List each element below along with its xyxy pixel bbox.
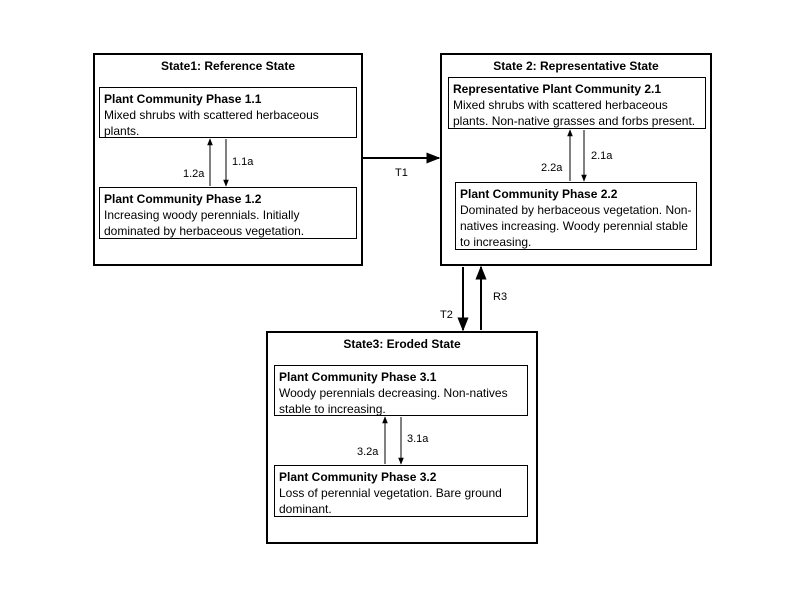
phase-3-2-title: Plant Community Phase 3.2 bbox=[279, 470, 437, 484]
phase-3-1-box: Plant Community Phase 3.1 Woody perennia… bbox=[274, 365, 528, 416]
transition-2-2a-label: 2.2a bbox=[541, 162, 563, 174]
transition-3-2a-label: 3.2a bbox=[357, 446, 379, 458]
transition-2-1a-label: 2.1a bbox=[591, 150, 613, 162]
state-3-title: State3: Eroded State bbox=[343, 337, 461, 351]
phase-3-1-title: Plant Community Phase 3.1 bbox=[279, 370, 437, 384]
phase-2-1-box: Representative Plant Community 2.1 Mixed… bbox=[448, 77, 706, 129]
phase-2-2-description: Dominated by herbaceous vegetation. Non-… bbox=[460, 203, 692, 249]
transition-t1-label: T1 bbox=[395, 167, 408, 179]
phase-1-1-title: Plant Community Phase 1.1 bbox=[104, 92, 262, 106]
phase-2-2-box: Plant Community Phase 2.2 Dominated by h… bbox=[455, 182, 697, 250]
phase-2-1-title: Representative Plant Community 2.1 bbox=[453, 82, 662, 96]
phase-2-2-title: Plant Community Phase 2.2 bbox=[460, 187, 618, 201]
transition-3-1a-label: 3.1a bbox=[407, 433, 429, 445]
state-2-title: State 2: Representative State bbox=[493, 59, 659, 73]
phase-3-1-description: Woody perennials decreasing. Non-natives… bbox=[279, 386, 508, 416]
phase-3-2-box: Plant Community Phase 3.2 Loss of perenn… bbox=[274, 465, 528, 517]
phase-1-2-title: Plant Community Phase 1.2 bbox=[104, 192, 262, 206]
phase-1-2-box: Plant Community Phase 1.2 Increasing woo… bbox=[99, 187, 357, 239]
transition-1-2a-label: 1.2a bbox=[183, 168, 205, 180]
transition-t2-label: T2 bbox=[440, 309, 453, 321]
phase-1-2-description: Increasing woody perennials. Initially d… bbox=[104, 208, 305, 238]
phase-2-1-description: Mixed shrubs with scattered herbaceous p… bbox=[453, 98, 696, 128]
phase-1-1-description: Mixed shrubs with scattered herbaceous p… bbox=[104, 108, 319, 138]
transition-r3-label: R3 bbox=[493, 291, 508, 303]
phase-3-2-description: Loss of perennial vegetation. Bare groun… bbox=[279, 486, 502, 516]
transition-1-1a-label: 1.1a bbox=[232, 156, 254, 168]
state-1-title: State1: Reference State bbox=[160, 59, 296, 73]
phase-1-1-box: Plant Community Phase 1.1 Mixed shrubs w… bbox=[99, 87, 357, 138]
